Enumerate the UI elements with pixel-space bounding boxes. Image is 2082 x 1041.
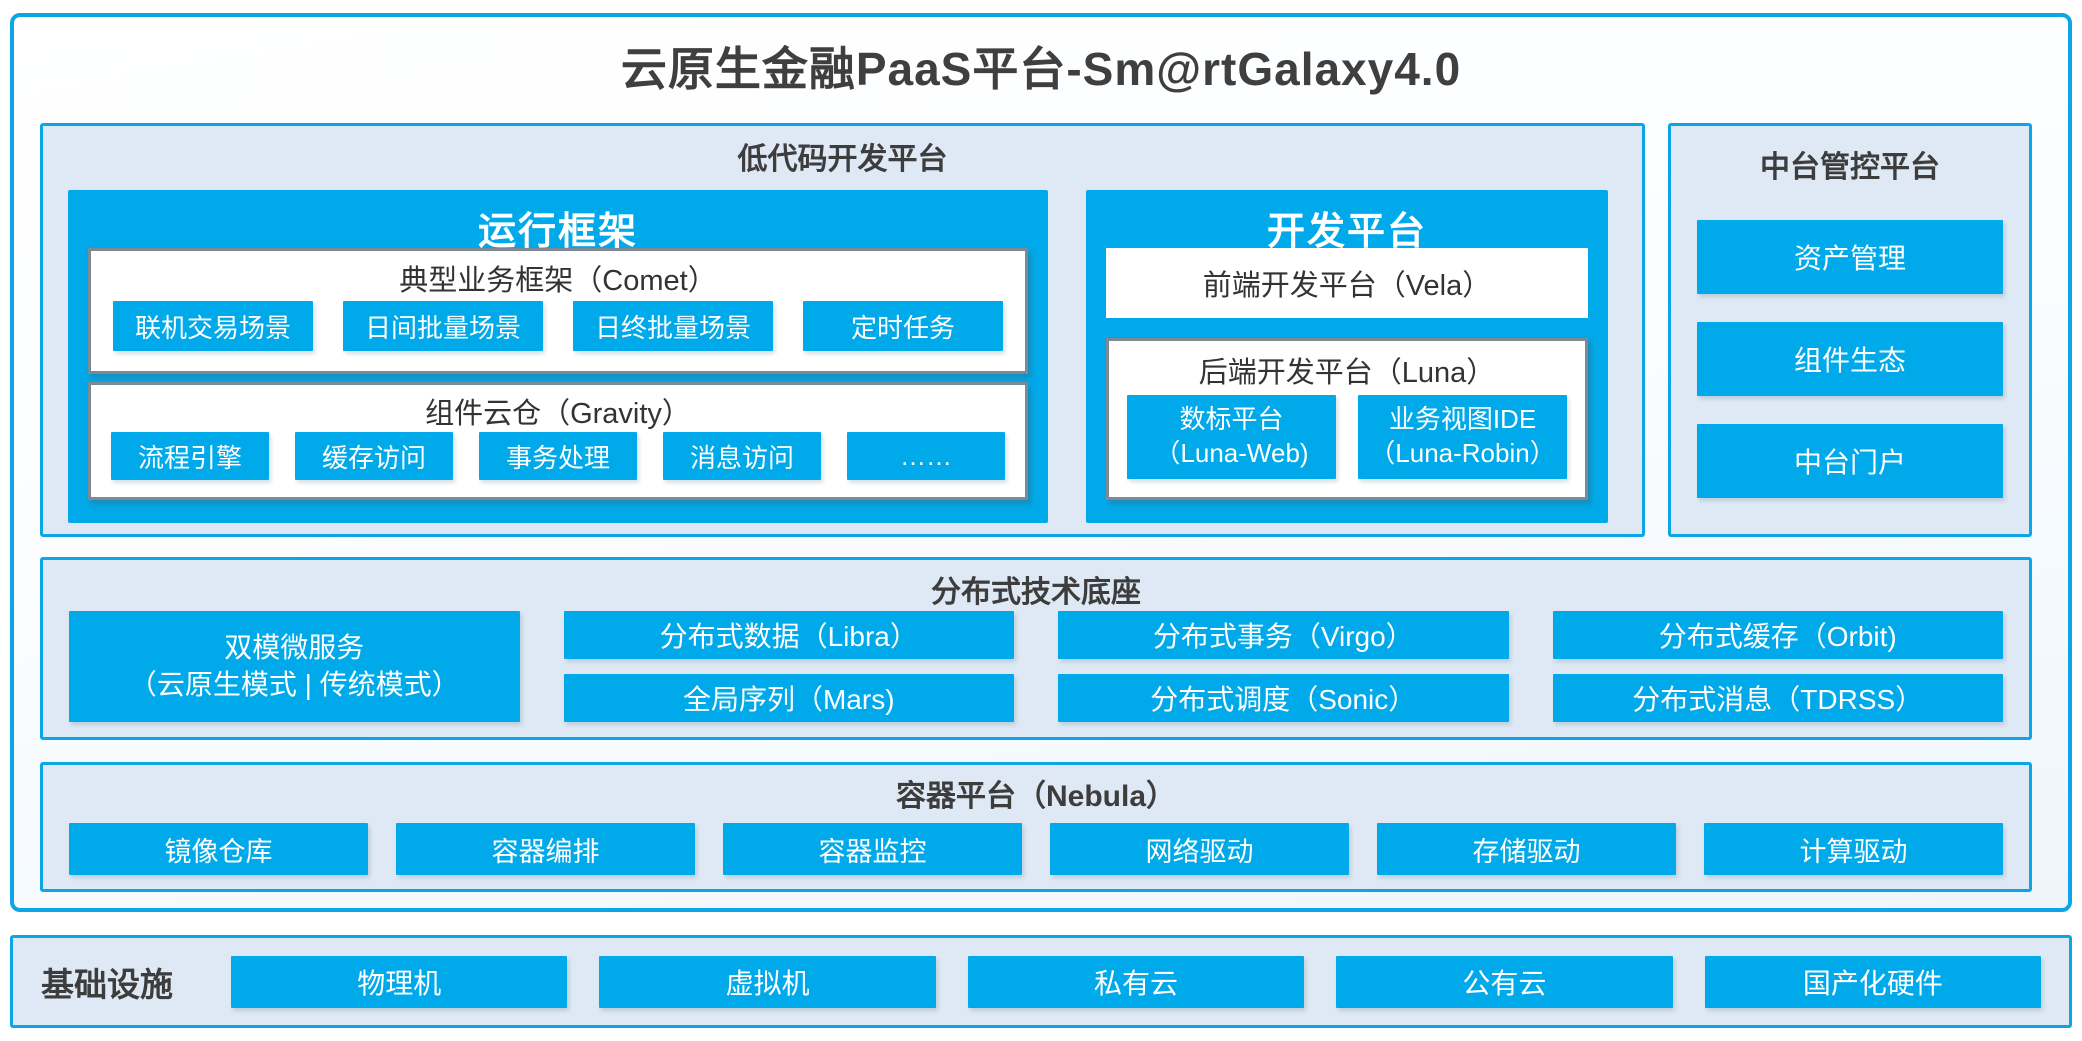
container-platform-panel: 容器平台（Nebula） 镜像仓库 容器编排 容器监控 网络驱动 存储驱动 计算… — [40, 762, 2032, 892]
infrastructure-item: 公有云 — [1336, 955, 1673, 1008]
lowcode-platform-header: 低代码开发平台 — [737, 143, 948, 176]
platform-frame: 云原生金融PaaS平台-Sm@rtGalaxy4.0 低代码开发平台 运行框架 … — [10, 13, 2072, 912]
dual-mode-line1: 双模微服务 — [224, 632, 365, 664]
dev-platform-panel: 开发平台 前端开发平台（Vela） 后端开发平台（Luna） 数标平台 （Lun… — [1086, 190, 1608, 523]
container-platform-item: 存储驱动 — [1377, 823, 1676, 875]
container-platform-item: 容器监控 — [723, 823, 1022, 875]
distributed-item: 分布式调度（Sonic） — [1058, 674, 1509, 722]
infrastructure-item: 虚拟机 — [599, 955, 936, 1008]
dual-mode-line2: （云原生模式 | 传统模式） — [128, 668, 460, 700]
container-platform-item: 计算驱动 — [1704, 823, 2003, 875]
gravity-warehouse-title: 组件云仓（Gravity） — [425, 398, 691, 430]
comet-framework-title: 典型业务框架（Comet） — [399, 265, 717, 297]
infrastructure-item: 物理机 — [231, 955, 568, 1008]
container-platform-item: 容器编排 — [396, 823, 695, 875]
comet-item: 联机交易场景 — [113, 301, 313, 351]
infrastructure-label: 基础设施 — [41, 965, 173, 1003]
comet-framework-box: 典型业务框架（Comet） 联机交易场景 日间批量场景 日终批量场景 定时任务 — [88, 248, 1028, 374]
gravity-item: 流程引擎 — [111, 432, 269, 480]
luna-item-code: （Luna-Robin） — [1369, 438, 1556, 468]
infrastructure-item: 国产化硬件 — [1704, 955, 2042, 1008]
container-platform-item: 镜像仓库 — [69, 823, 368, 875]
container-platform-item: 网络驱动 — [1050, 823, 1349, 875]
luna-backend-box: 后端开发平台（Luna） 数标平台 （Luna-Web) 业务视图IDE （Lu… — [1106, 338, 1588, 500]
luna-backend-title: 后端开发平台（Luna） — [1198, 357, 1496, 389]
runtime-framework-panel: 运行框架 典型业务框架（Comet） 联机交易场景 日间批量场景 日终批量场景 … — [68, 190, 1048, 523]
page-title: 云原生金融PaaS平台-Sm@rtGalaxy4.0 — [620, 43, 1462, 95]
container-platform-header: 容器平台（Nebula） — [895, 780, 1177, 813]
distributed-col-dual: 双模微服务 （云原生模式 | 传统模式） — [69, 611, 520, 722]
luna-item-name: 数标平台 — [1179, 404, 1284, 435]
gravity-item: 事务处理 — [479, 432, 637, 480]
distributed-item: 分布式消息（TDRSS） — [1552, 674, 2003, 722]
vela-frontend-box: 前端开发平台（Vela） — [1106, 248, 1588, 318]
container-item-row: 镜像仓库 容器编排 容器监控 网络驱动 存储驱动 计算驱动 — [69, 823, 2003, 875]
gravity-item: 缓存访问 — [295, 432, 453, 480]
vela-frontend-label: 前端开发平台（Vela） — [1202, 270, 1492, 302]
gravity-item-row: 流程引擎 缓存访问 事务处理 消息访问 …… — [91, 432, 1025, 480]
midplatform-item: 组件生态 — [1697, 322, 2003, 396]
distributed-base-header: 分布式技术底座 — [931, 576, 1141, 609]
distributed-item: 分布式缓存（Orbit) — [1552, 611, 2003, 659]
distributed-item: 全局序列（Mars) — [563, 674, 1014, 722]
infrastructure-panel: 基础设施 物理机 虚拟机 私有云 公有云 国产化硬件 — [10, 935, 2072, 1028]
distributed-col: 分布式缓存（Orbit) 分布式消息（TDRSS） — [1552, 611, 2003, 722]
luna-item-row: 数标平台 （Luna-Web) 业务视图IDE （Luna-Robin） — [1109, 395, 1585, 479]
distributed-item: 分布式事务（Virgo） — [1058, 611, 1509, 659]
distributed-item: 分布式数据（Libra） — [563, 611, 1014, 659]
comet-item: 定时任务 — [803, 301, 1003, 351]
distributed-col: 分布式事务（Virgo） 分布式调度（Sonic） — [1058, 611, 1509, 722]
midplatform-header: 中台管控平台 — [1760, 151, 1940, 184]
infrastructure-item-row: 物理机 虚拟机 私有云 公有云 国产化硬件 — [231, 955, 2042, 1008]
runtime-framework-title: 运行框架 — [477, 211, 638, 253]
comet-item: 日终批量场景 — [573, 301, 773, 351]
distributed-col: 分布式数据（Libra） 全局序列（Mars) — [563, 611, 1014, 722]
dual-mode-microservice-box: 双模微服务 （云原生模式 | 传统模式） — [69, 611, 520, 722]
gravity-item: 消息访问 — [663, 432, 821, 480]
luna-item: 数标平台 （Luna-Web) — [1127, 395, 1336, 479]
distributed-grid: 双模微服务 （云原生模式 | 传统模式） 分布式数据（Libra） 全局序列（M… — [69, 611, 2003, 722]
comet-item: 日间批量场景 — [343, 301, 543, 351]
infrastructure-item: 私有云 — [967, 955, 1305, 1008]
gravity-item: …… — [847, 432, 1005, 480]
luna-item: 业务视图IDE （Luna-Robin） — [1358, 395, 1567, 479]
luna-item-code: （Luna-Web) — [1154, 438, 1309, 468]
lowcode-platform-panel: 低代码开发平台 运行框架 典型业务框架（Comet） 联机交易场景 日间批量场景… — [40, 123, 1645, 537]
comet-item-row: 联机交易场景 日间批量场景 日终批量场景 定时任务 — [91, 301, 1025, 351]
luna-item-name: 业务视图IDE — [1388, 404, 1537, 435]
distributed-base-panel: 分布式技术底座 双模微服务 （云原生模式 | 传统模式） 分布式数据（Libra… — [40, 557, 2032, 740]
midplatform-panel: 中台管控平台 资产管理 组件生态 中台门户 — [1668, 123, 2032, 537]
midplatform-item: 资产管理 — [1697, 220, 2003, 294]
midplatform-item: 中台门户 — [1697, 424, 2003, 498]
gravity-warehouse-box: 组件云仓（Gravity） 流程引擎 缓存访问 事务处理 消息访问 …… — [88, 382, 1028, 500]
dev-platform-title: 开发平台 — [1266, 211, 1427, 253]
